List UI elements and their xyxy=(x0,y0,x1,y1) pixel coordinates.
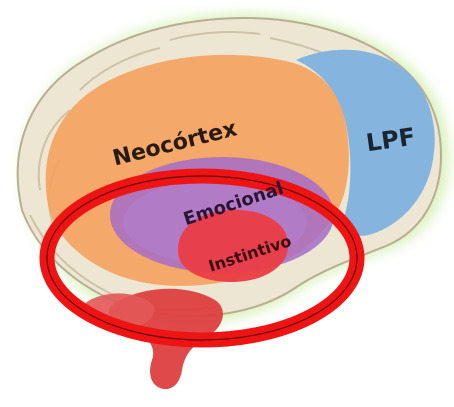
brain-diagram: Neocórtex LPF Emocional Instintivo xyxy=(0,0,454,407)
